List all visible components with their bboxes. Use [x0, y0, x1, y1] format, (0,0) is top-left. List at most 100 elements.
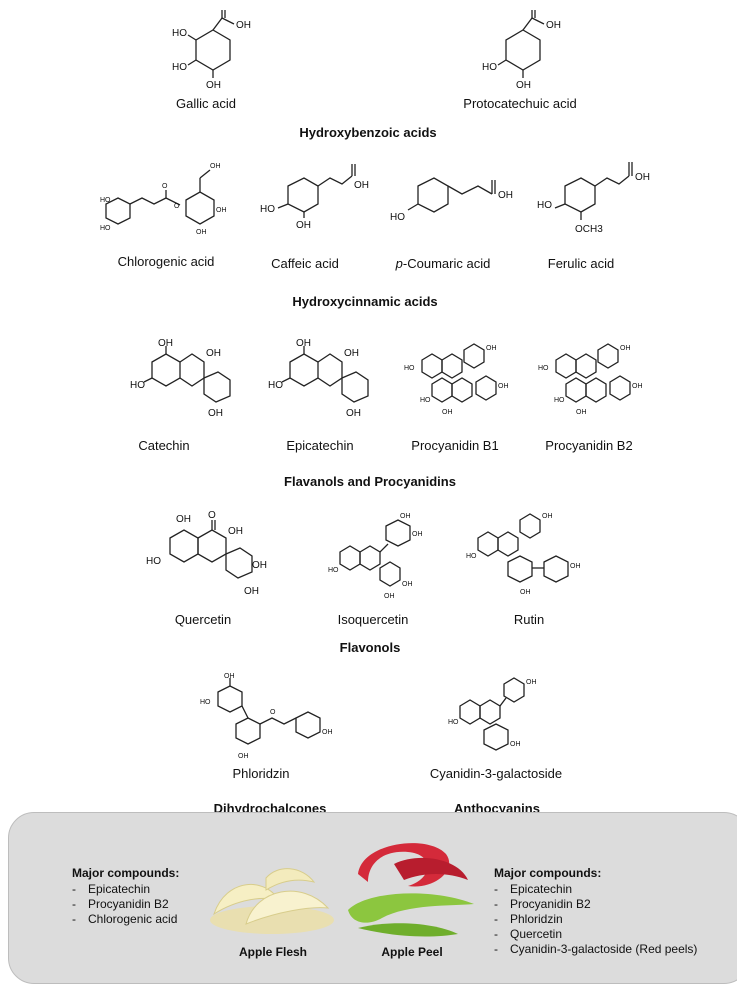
- group-title-hydroxybenzoic-acids: Hydroxybenzoic acids: [299, 125, 437, 140]
- list-item: Epicatechin: [494, 882, 697, 897]
- compound-label-ferulic-acid: Ferulic acid: [547, 256, 615, 271]
- compound-label-protocatechuic-acid: Protocatechuic acid: [463, 96, 577, 111]
- svg-text:OH: OH: [236, 20, 251, 31]
- protocatechuic-acid-structure: OH HO OH: [482, 10, 561, 91]
- svg-text:HO: HO: [146, 556, 161, 567]
- apple-flesh-image: [210, 868, 334, 934]
- svg-text:OH: OH: [354, 180, 369, 191]
- apple-peel-label: Apple Peel: [381, 945, 443, 959]
- svg-text:O: O: [162, 183, 168, 190]
- svg-text:OH: OH: [228, 526, 243, 537]
- svg-text:OH: OH: [516, 80, 531, 91]
- svg-text:OH: OH: [510, 741, 521, 748]
- svg-text:OH: OH: [296, 338, 311, 349]
- compound-label-procyanidin-b2: Procyanidin B2: [545, 438, 633, 453]
- compound-label-isoquercetin: Isoquercetin: [337, 612, 409, 627]
- svg-text:O: O: [208, 510, 216, 521]
- phloridzin-structure: OH HO O OH OH: [200, 673, 333, 760]
- compound-label-procyanidin-b1: Procyanidin B1: [411, 438, 499, 453]
- svg-text:OH: OH: [158, 338, 173, 349]
- svg-text:OH: OH: [620, 345, 631, 352]
- svg-text:OH: OH: [542, 513, 553, 520]
- svg-text:HO: HO: [130, 380, 145, 391]
- compound-label-chlorogenic-acid: Chlorogenic acid: [117, 254, 215, 269]
- procyanidin-b1-structure: OH HO HO OH OH: [404, 343, 509, 416]
- svg-text:OH: OH: [244, 586, 259, 597]
- cyanidin-3-galactoside-structure: OH HO OH: [448, 677, 537, 751]
- svg-text:HO: HO: [448, 719, 459, 726]
- svg-text:O: O: [270, 709, 276, 716]
- coumaric-label-rest: -Coumaric acid: [402, 256, 491, 271]
- peel-compound-list: Epicatechin Procyanidin B2 Phloridzin Qu…: [494, 882, 697, 957]
- group-title-flavonols: Flavonols: [339, 640, 401, 655]
- svg-text:HO: HO: [268, 380, 283, 391]
- svg-text:HO: HO: [420, 397, 431, 404]
- compound-label-rutin: Rutin: [513, 612, 545, 627]
- svg-text:OH: OH: [346, 408, 361, 419]
- p-coumaric-acid-structure: OH HO: [390, 177, 513, 223]
- svg-text:OH: OH: [412, 531, 423, 538]
- svg-text:HO: HO: [537, 200, 552, 211]
- peel-major-compounds-title: Major compounds:: [494, 866, 602, 880]
- svg-text:OH: OH: [400, 513, 411, 520]
- group-title-hydroxycinnamic-acids: Hydroxycinnamic acids: [292, 294, 438, 309]
- svg-text:HO: HO: [172, 62, 187, 73]
- svg-text:OCH3: OCH3: [575, 224, 603, 235]
- ferulic-acid-structure: OH HO OCH3: [537, 162, 650, 235]
- svg-text:HO: HO: [404, 365, 415, 372]
- svg-text:OH: OH: [224, 673, 235, 680]
- apple-flesh-label: Apple Flesh: [238, 945, 308, 959]
- svg-text:OH: OH: [238, 753, 249, 760]
- chlorogenic-acid-structure: HO HO O O OH OH OH: [100, 163, 227, 236]
- svg-text:O: O: [174, 203, 180, 210]
- svg-text:HO: HO: [100, 225, 111, 232]
- list-item: Procyanidin B2: [72, 897, 177, 912]
- svg-text:HO: HO: [172, 28, 187, 39]
- flesh-major-compounds-title: Major compounds:: [72, 866, 180, 880]
- svg-text:OH: OH: [296, 220, 311, 231]
- compound-label-catechin: Catechin: [138, 438, 190, 453]
- svg-text:OH: OH: [322, 729, 333, 736]
- svg-text:OH: OH: [206, 80, 221, 91]
- group-title-flavanols-and-procyanidins: Flavanols and Procyanidins: [284, 474, 456, 489]
- compound-label-gallic-acid: Gallic acid: [176, 96, 236, 111]
- svg-text:OH: OH: [206, 348, 221, 359]
- svg-text:OH: OH: [210, 163, 221, 170]
- list-item: Epicatechin: [72, 882, 177, 897]
- flesh-compound-list: Epicatechin Procyanidin B2 Chlorogenic a…: [72, 882, 177, 927]
- svg-text:OH: OH: [526, 679, 537, 686]
- compound-label-epicatechin: Epicatechin: [286, 438, 354, 453]
- list-item: Chlorogenic acid: [72, 912, 177, 927]
- apple-peel-image: [348, 843, 474, 937]
- svg-text:OH: OH: [216, 207, 227, 214]
- svg-text:OH: OH: [442, 409, 453, 416]
- svg-text:HO: HO: [466, 553, 477, 560]
- italic-prefix-p: p: [395, 256, 403, 271]
- svg-text:OH: OH: [498, 383, 509, 390]
- list-item: Quercetin: [494, 927, 697, 942]
- svg-text:OH: OH: [570, 563, 581, 570]
- svg-text:OH: OH: [196, 229, 207, 236]
- gallic-acid-structure: OH HO HO OH: [172, 10, 251, 91]
- svg-text:HO: HO: [200, 699, 211, 706]
- svg-text:OH: OH: [344, 348, 359, 359]
- svg-text:HO: HO: [100, 197, 111, 204]
- svg-text:OH: OH: [576, 409, 587, 416]
- svg-text:OH: OH: [635, 172, 650, 183]
- svg-text:OH: OH: [546, 20, 561, 31]
- svg-text:OH: OH: [252, 560, 267, 571]
- svg-text:HO: HO: [390, 212, 405, 223]
- svg-text:OH: OH: [486, 345, 497, 352]
- compound-label-cyanidin-3-galactoside: Cyanidin-3-galactoside: [429, 766, 563, 781]
- compound-label-p-coumaric-acid: p-Coumaric acid: [396, 256, 491, 271]
- svg-text:HO: HO: [482, 62, 497, 73]
- svg-text:HO: HO: [554, 397, 565, 404]
- svg-text:OH: OH: [384, 593, 395, 600]
- list-item: Cyanidin-3-galactoside (Red peels): [494, 942, 697, 957]
- svg-text:OH: OH: [632, 383, 643, 390]
- compound-label-caffeic-acid: Caffeic acid: [271, 256, 339, 271]
